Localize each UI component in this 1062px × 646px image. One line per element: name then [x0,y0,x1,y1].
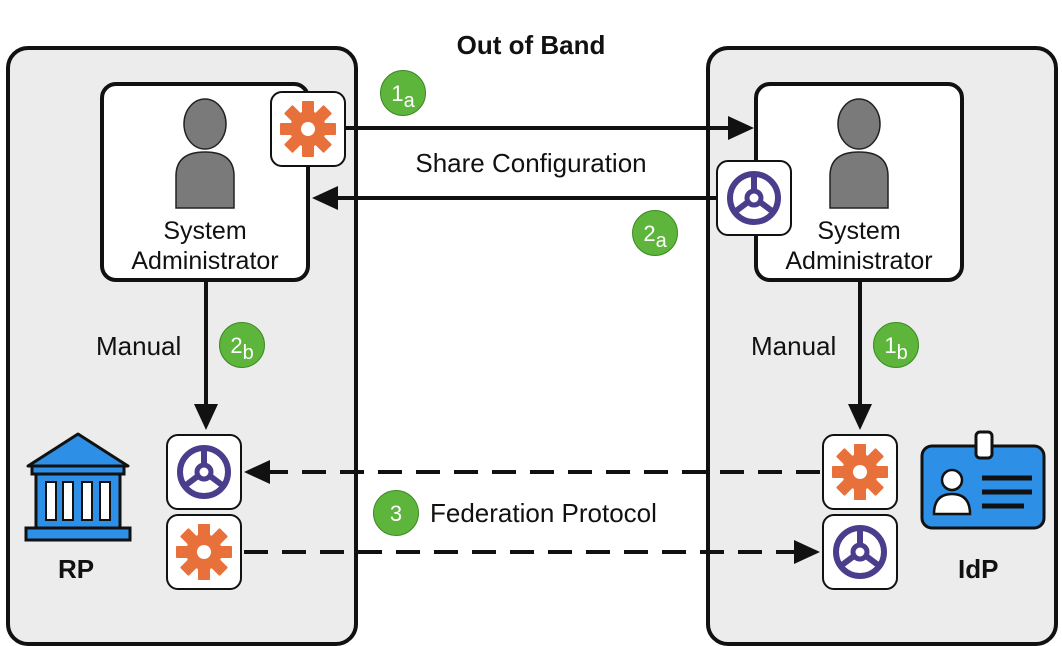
idp-wheel-box [822,514,898,590]
rp-gear-box [166,514,242,590]
diagram-title: Out of Band [456,30,606,60]
idp-admin-line1: System [817,217,901,245]
rp-admin-line2: Administrator [131,247,279,275]
id-badge-icon [920,430,1046,530]
step-badge-2b: 2b [219,322,265,368]
idp-label: IdP [958,554,999,584]
idp-admin-wheel-box [716,160,792,236]
arrowhead [312,186,338,210]
arrowhead [848,404,872,430]
arrowhead [794,540,820,564]
step-badge-1a: 1a [380,70,426,116]
step-badge-1b: 1b [873,322,919,368]
rp-admin-line1: System [163,217,247,245]
idp-gear-box [822,434,898,510]
share-configuration-label: Share Configuration [415,148,647,178]
rp-admin-gear-box [270,91,346,167]
rp-admin-label: System Administrator [104,216,306,276]
arrowhead [728,116,754,140]
rp-manual-label: Manual [96,331,182,361]
arrowhead [244,460,270,484]
arrowhead [194,404,218,430]
idp-admin-line2: Administrator [785,247,933,275]
step-badge-3: 3 [373,490,419,536]
idp-manual-label: Manual [751,331,837,361]
bank-icon [24,432,132,542]
arrows-layer [194,116,872,564]
rp-label: RP [58,554,95,584]
idp-admin-label: System Administrator [758,216,960,276]
step-badge-2a: 2a [632,210,678,256]
rp-wheel-box [166,434,242,510]
federation-protocol-label: Federation Protocol [430,498,657,528]
